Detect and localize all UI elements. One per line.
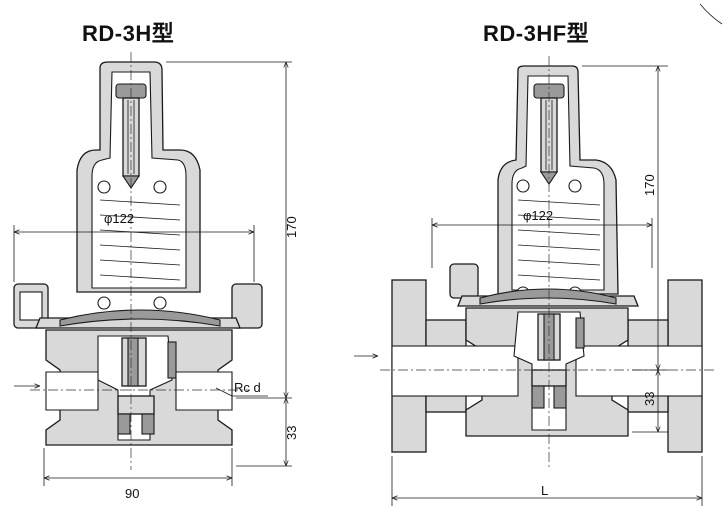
corner-mark [699,3,723,25]
lower-height-label-right: 33 [642,392,657,406]
port-label-left: Rc d [234,380,261,395]
width-label-right: L [541,483,548,498]
width-label-left: 90 [125,486,139,501]
height-label-left: 170 [284,216,299,238]
title-rd-3hf: RD-3HF型 [483,21,590,46]
diameter-label-left: φ122 [104,211,134,226]
valve-drawing-rd-3h: φ122 170 33 Rc d 90 [13,52,299,501]
title-rd-3h: RD-3H型 [82,21,175,46]
height-label-right: 170 [642,174,657,196]
valve-drawing-rd-3hf: φ122 170 33 L [354,56,716,506]
diameter-label-right: φ122 [523,208,553,223]
lower-height-label-left: 33 [284,426,299,440]
